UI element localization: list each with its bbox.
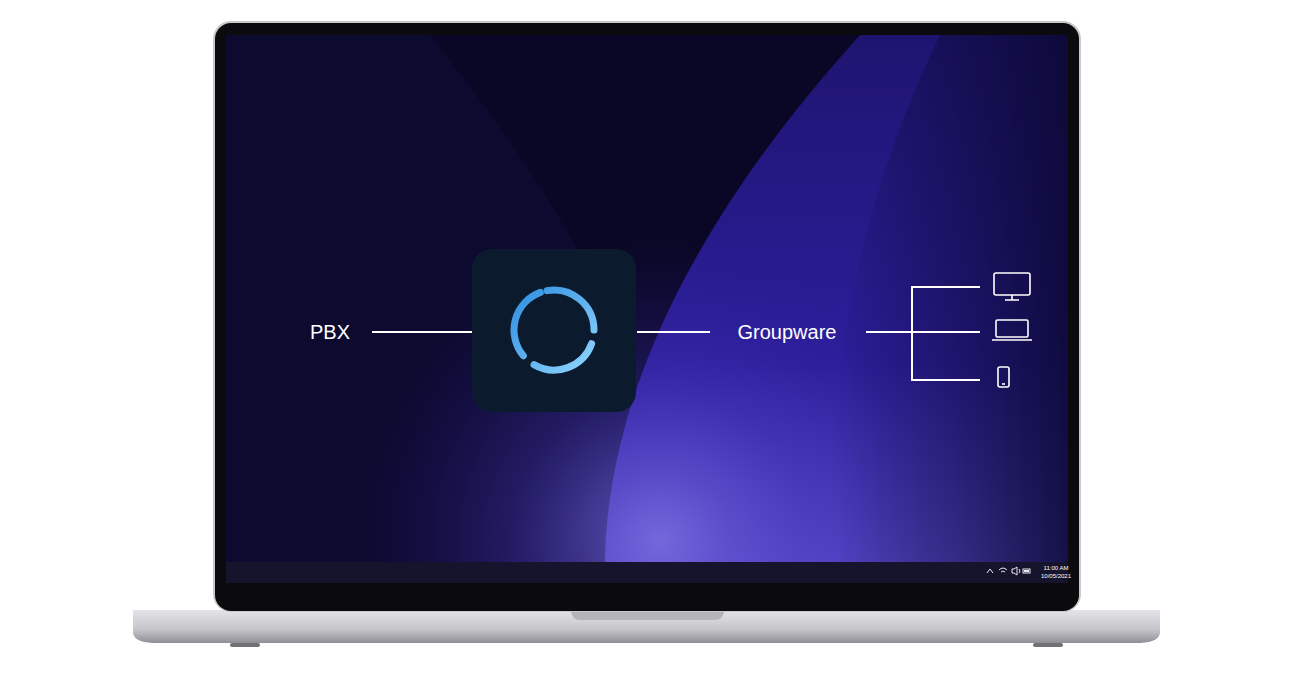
tray-battery-fill xyxy=(1024,570,1029,572)
wallpaper-glow xyxy=(226,35,1068,583)
logo-arc xyxy=(514,292,540,355)
wallpaper-shade xyxy=(835,35,1068,583)
tray-icons xyxy=(987,567,1030,575)
laptop-bezel xyxy=(215,23,1079,611)
link-line xyxy=(372,331,472,333)
laptop-foot xyxy=(230,643,260,647)
laptop-icon xyxy=(996,320,1028,337)
phone-icon-button xyxy=(1002,383,1005,385)
link-line xyxy=(637,331,710,333)
laptop-foot xyxy=(1033,643,1063,647)
taskbar xyxy=(226,562,1068,583)
logo-arc xyxy=(534,344,592,370)
wallpaper-ground xyxy=(226,35,1068,583)
tray-battery xyxy=(1023,569,1030,573)
tray-speaker xyxy=(1012,567,1020,575)
clock-time: 11:00 AM xyxy=(1044,565,1069,571)
branch-bracket xyxy=(912,287,980,380)
monitor-icon xyxy=(994,273,1030,295)
monitor-stand xyxy=(1005,295,1019,300)
laptop-lid xyxy=(213,21,1081,612)
app-logo xyxy=(514,290,594,370)
clock-date: 10/05/2021 xyxy=(1041,573,1071,579)
logo-arc xyxy=(547,290,594,330)
phone-icon xyxy=(998,367,1009,387)
laptop-icon-base xyxy=(992,339,1032,341)
app-icon-box xyxy=(472,249,636,412)
tray-wifi xyxy=(999,568,1007,572)
screen-wallpaper xyxy=(226,35,1068,583)
link-line xyxy=(866,331,912,333)
target-label: Groupware xyxy=(738,322,837,342)
device-icons xyxy=(992,273,1032,387)
tray-caret xyxy=(987,569,993,573)
laptop-base xyxy=(133,610,1160,643)
source-label: PBX xyxy=(310,322,350,342)
diagram-lines xyxy=(372,287,980,380)
